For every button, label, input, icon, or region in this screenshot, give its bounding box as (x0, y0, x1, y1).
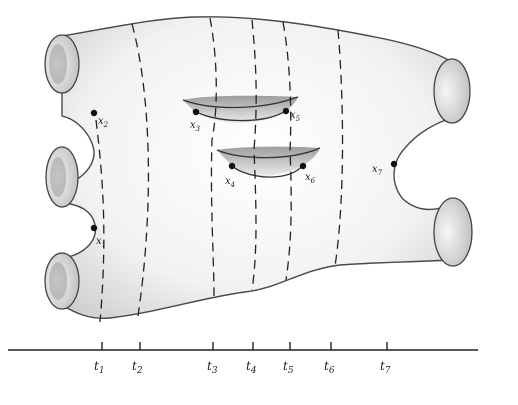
axis-ticks (102, 342, 387, 350)
right-tube-top (434, 59, 470, 123)
tick-label-t6: t6 (324, 359, 335, 376)
critical-point-x5 (283, 108, 289, 114)
left-boundary-circles (45, 35, 79, 309)
tick-label-t7: t7 (380, 359, 391, 376)
tick-label-t4: t4 (246, 359, 257, 376)
right-boundary-circles (434, 59, 472, 266)
critical-point-x6 (300, 163, 306, 169)
critical-point-x1 (91, 225, 97, 231)
tick-label-t2: t2 (132, 359, 143, 376)
critical-point-x7 (391, 161, 397, 167)
right-tube-bottom (434, 198, 472, 266)
axis-tick-labels: t1 t2 t3 t4 t5 t6 t7 (94, 359, 391, 376)
tick-label-t3: t3 (207, 359, 218, 376)
critical-point-x3 (193, 109, 199, 115)
critical-point-x4 (229, 163, 235, 169)
critical-point-x2 (91, 110, 97, 116)
tick-label-t1: t1 (94, 359, 105, 376)
tick-label-t5: t5 (283, 359, 294, 376)
